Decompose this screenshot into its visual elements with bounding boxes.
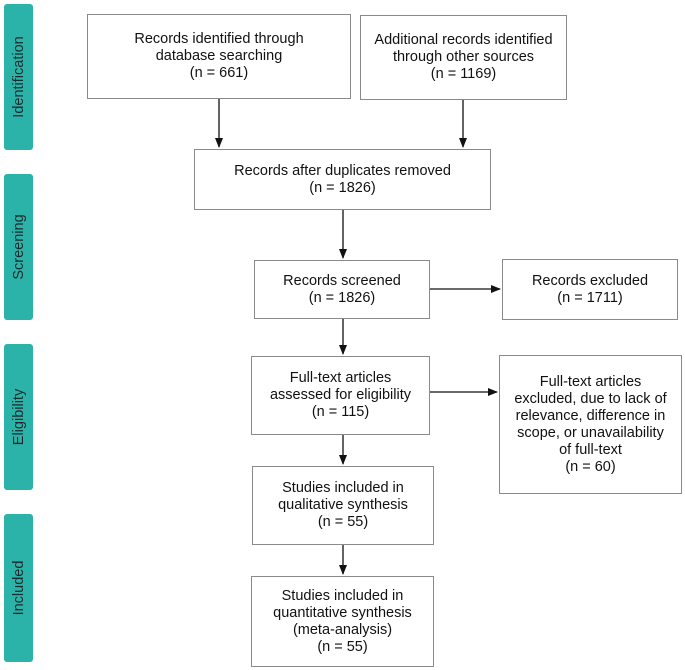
box-text-line: quantitative synthesis [273,604,412,621]
box-text-line: Studies included in [281,587,404,604]
box-text-line: Additional records identified [374,32,553,48]
box-text-line: (n = 1169) [430,66,497,82]
box-text-line: (n = 55) [317,514,369,530]
box-text-line: Studies included in [282,480,404,496]
box-text-line: scope, or unavailability [517,424,664,441]
phase-eligibility: Eligibility [4,344,33,490]
box-text-line: Records after duplicates removed [234,162,451,179]
box-text-line: (n = 115) [311,404,370,420]
box-after-duplicates: Records after duplicates removed(n = 182… [194,149,491,210]
box-text-line: (n = 661) [189,65,249,81]
phase-screening: Screening [4,174,33,320]
box-text-line: Full-text articles [539,373,642,390]
box-text-line: through other sources [392,49,535,65]
box-text-line: (n = 1711) [557,289,623,306]
box-text-line: (n = 1826) [309,179,376,196]
box-text-line: (n = 1826) [308,289,376,306]
box-text-line: (meta-analysis) [292,621,393,638]
phase-included: Included [4,514,33,662]
box-records-screened: Records screened(n = 1826) [254,260,430,319]
box-records-excluded: Records excluded(n = 1711) [502,259,678,320]
box-text-line: qualitative synthesis [278,497,408,513]
box-text-line: Records identified through [134,31,304,47]
phase-identification: Identification [4,4,33,150]
box-text-line: Records excluded [531,272,649,289]
box-text-line: assessed for eligibility [269,387,412,403]
box-text-line: relevance, difference in [515,407,666,424]
box-text-line: (n = 55) [317,638,368,655]
box-text-line: Full-text articles [289,370,392,386]
box-text-line: (n = 60) [565,458,616,475]
box-text-line: excluded, due to lack of [514,390,667,407]
box-text-line: Records screened [283,272,401,289]
box-text-line: of full-text [559,441,622,458]
box-text-line: database searching [155,48,283,64]
